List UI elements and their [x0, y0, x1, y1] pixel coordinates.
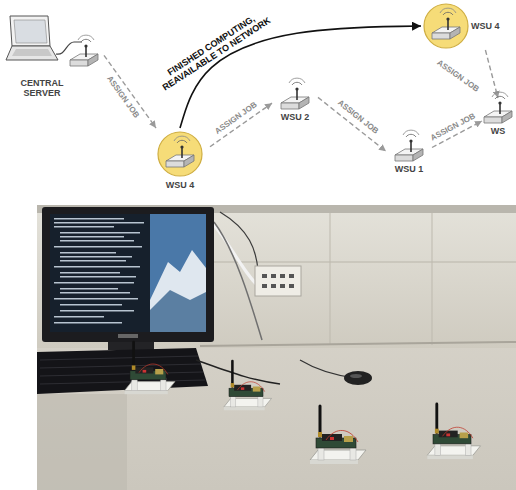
busy-wsu-node: WSU 4: [150, 128, 210, 190]
edge-label: ASSIGN JOB: [211, 98, 260, 136]
edge-label: ASSIGN JOB: [103, 73, 142, 122]
node-label: WSU 4: [471, 21, 500, 31]
wsu-node: WSU 1: [386, 136, 432, 174]
node-label: WSU 4: [150, 180, 210, 190]
router-icon: [272, 84, 318, 112]
assign-job-arrow: [104, 55, 156, 128]
edge-label: ASSIGN JOB: [334, 97, 382, 137]
router-icon: [482, 98, 514, 126]
node-label: WSU 2: [272, 112, 318, 122]
wsu-node: WSU 2: [272, 84, 318, 122]
edge-label: ASSIGN JOB: [428, 111, 479, 144]
node-label: WS: [482, 126, 514, 136]
return-label: FINISHED COMPUTING, REAVAILABLE TO NETWO…: [153, 5, 275, 94]
server-node: CENTRAL SERVER: [4, 12, 104, 99]
assign-job-arrow: [485, 50, 498, 98]
server-icon: [4, 12, 104, 78]
router-icon: [386, 136, 432, 164]
node-label: CENTRAL SERVER: [12, 78, 72, 99]
bubble-icon: [150, 128, 210, 180]
bubble-icon: [421, 2, 471, 50]
edge-label: ASSIGN JOB: [434, 57, 483, 95]
wsu-node: WS: [482, 98, 514, 136]
node-label: WSU 1: [386, 164, 432, 174]
reavailable-wsu-node: WSU 4: [421, 2, 513, 50]
assign-job-arrow: [318, 97, 386, 151]
